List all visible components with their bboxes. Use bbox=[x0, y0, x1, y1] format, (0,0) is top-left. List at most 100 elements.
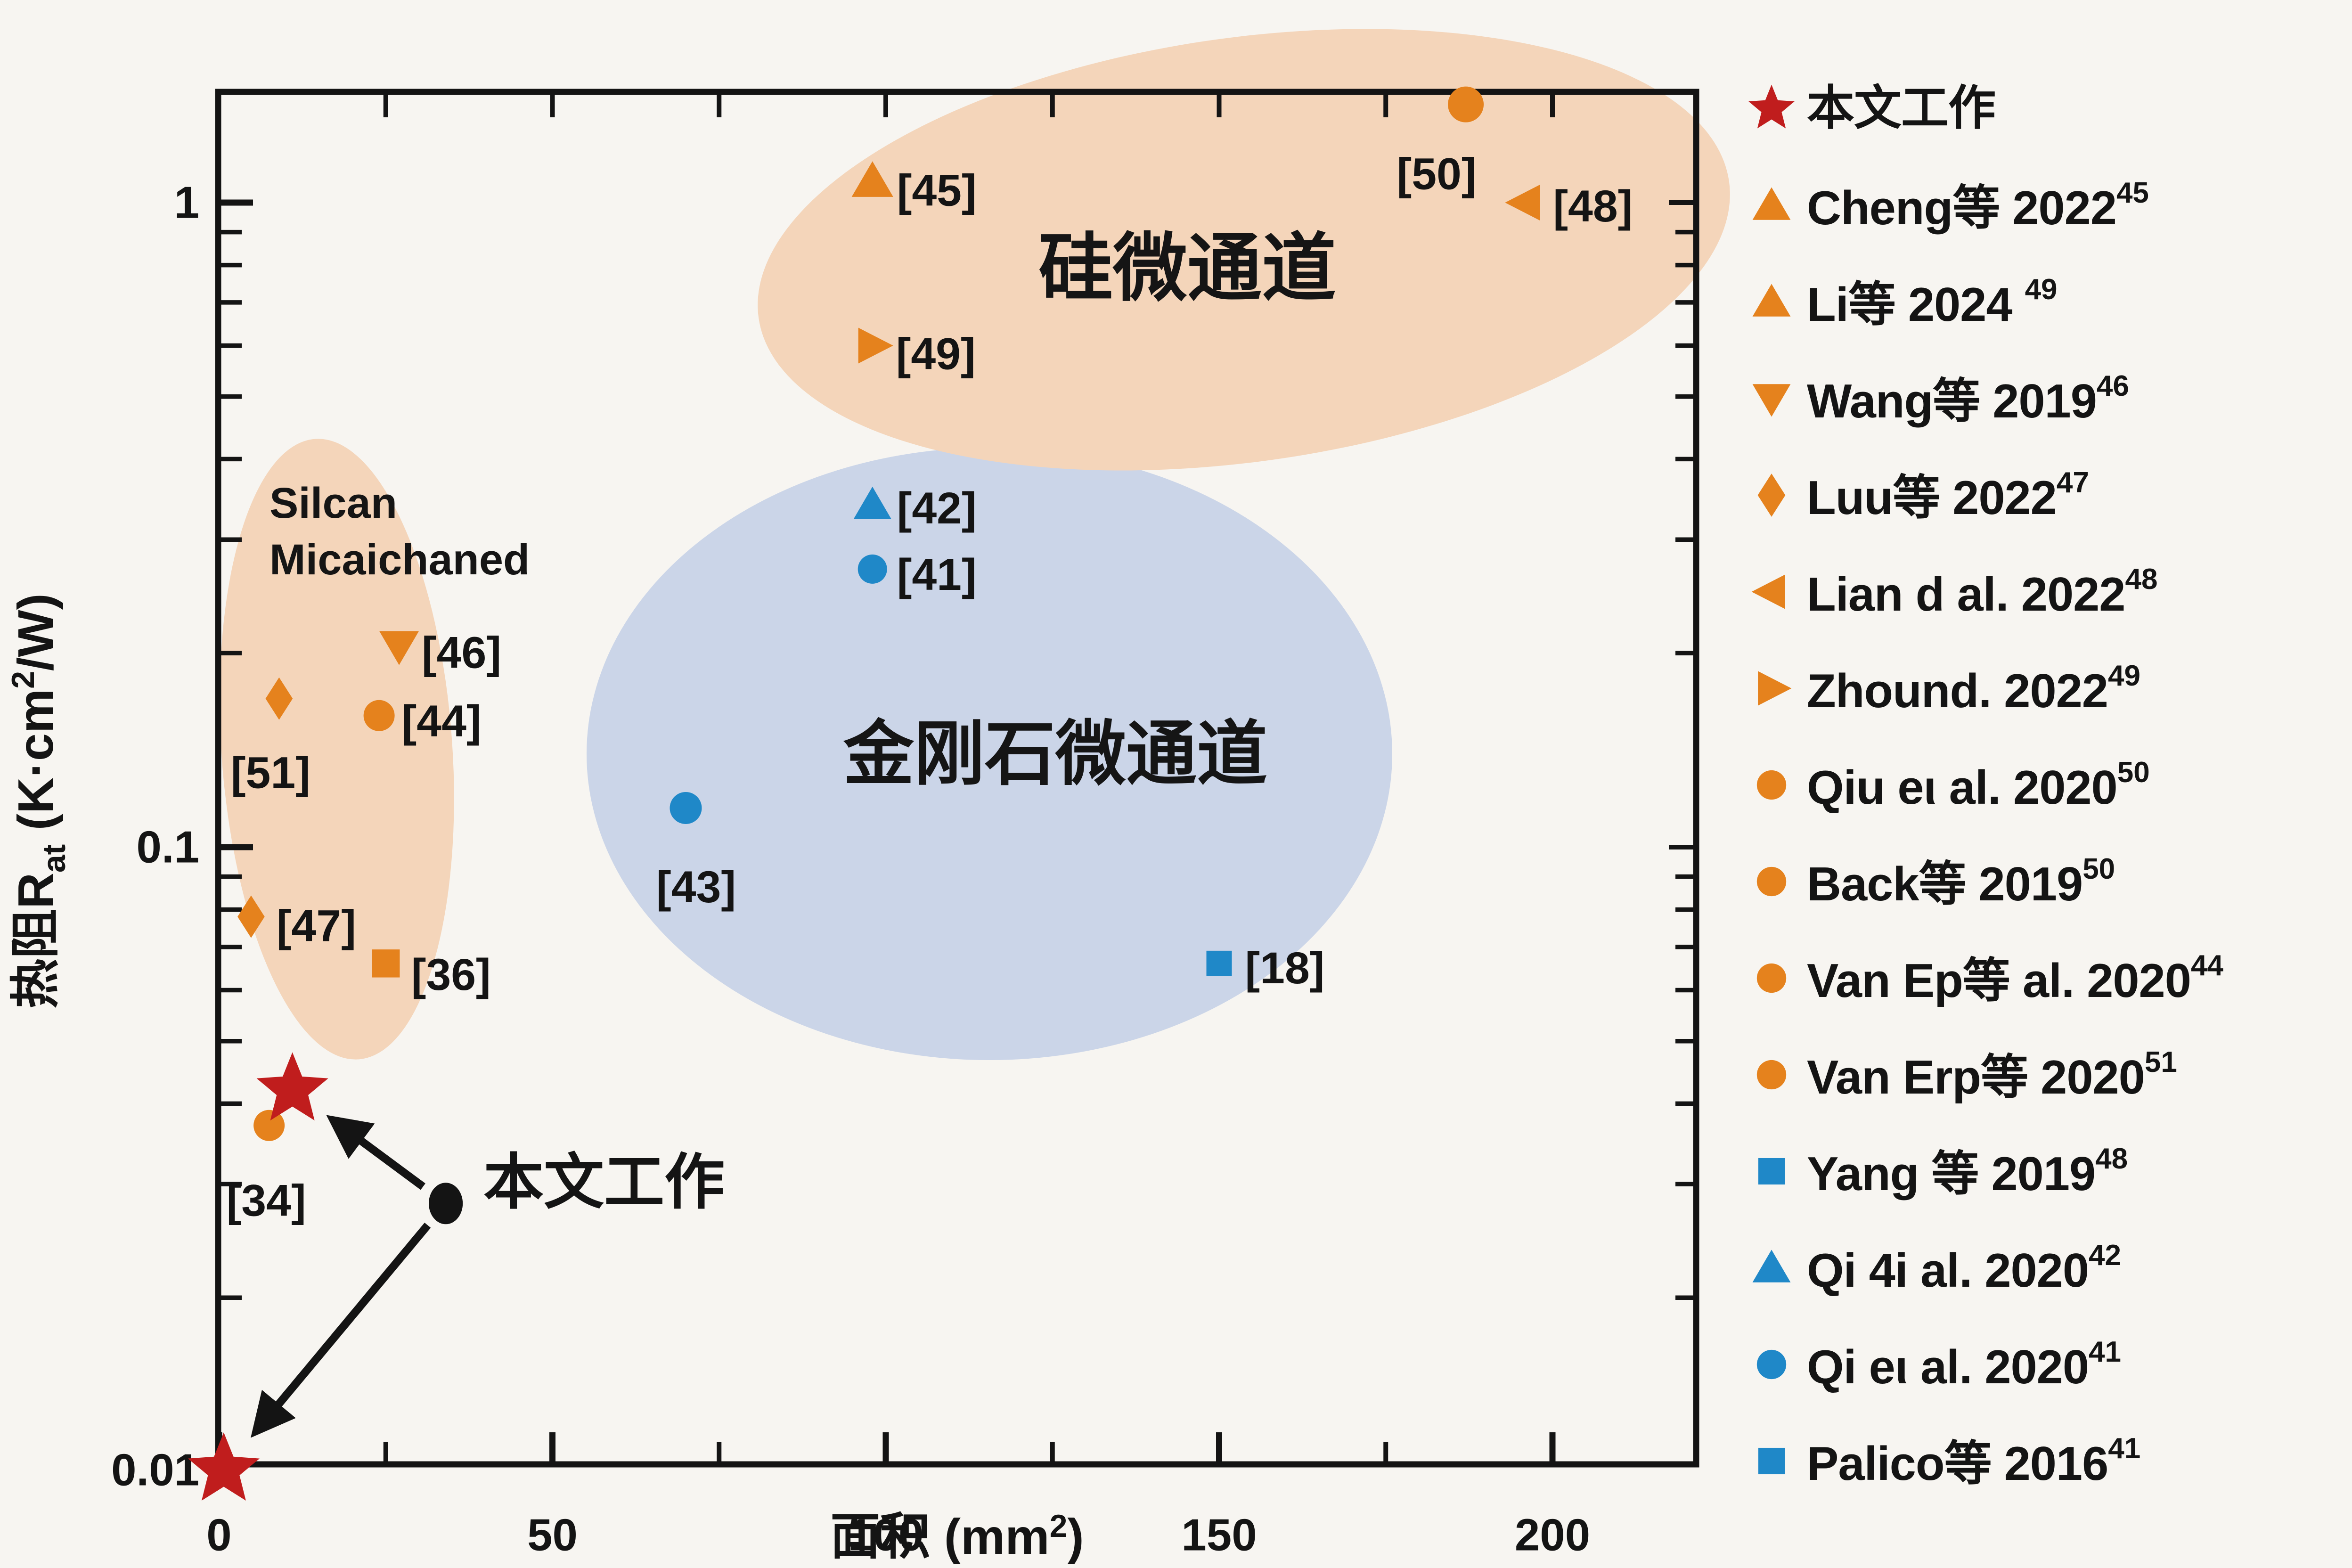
region-silicon-top bbox=[758, 29, 1730, 471]
point-50 bbox=[1448, 86, 1484, 122]
region-ellipse-silicon-top bbox=[758, 29, 1730, 471]
point-label-45: [45] bbox=[897, 165, 977, 215]
legend-triangle-down-icon bbox=[1752, 384, 1791, 416]
point-label-47: [47] bbox=[277, 901, 356, 951]
point-44 bbox=[363, 700, 395, 731]
legend-label-13: Qi eι al. 202041 bbox=[1807, 1335, 2121, 1394]
legend-marker-6 bbox=[1758, 670, 1792, 706]
point-18 bbox=[1206, 950, 1232, 976]
point-label-49: [49] bbox=[896, 329, 976, 379]
legend-diamond-icon bbox=[1757, 473, 1786, 517]
point-label-51: [51] bbox=[231, 748, 310, 798]
legend-triangle-left-icon bbox=[1751, 574, 1785, 609]
legend-item-1: Cheng等 202245 bbox=[1746, 157, 2351, 253]
point-label-34: [34] bbox=[227, 1176, 306, 1226]
legend-label-12: Qi 4i al. 202042 bbox=[1807, 1239, 2121, 1297]
legend-circle-icon bbox=[1756, 1060, 1787, 1089]
legend-label-14: Palico等 201641 bbox=[1807, 1432, 2141, 1490]
legend-marker-14 bbox=[1758, 1447, 1785, 1474]
legend-circle-icon bbox=[1756, 1349, 1787, 1379]
legend-star-icon bbox=[1748, 84, 1795, 129]
legend-item-8: Back等 201950 bbox=[1746, 833, 2351, 930]
point-label-41: [41] bbox=[897, 550, 977, 600]
legend-label-1: Cheng等 202245 bbox=[1807, 176, 2149, 235]
x-tick-label-0: 0 bbox=[206, 1510, 231, 1560]
legend-item-12: Qi 4i al. 202042 bbox=[1746, 1219, 2351, 1316]
region-silicon-left bbox=[220, 439, 454, 1060]
legend-item-11: Yang 等 201948 bbox=[1746, 1123, 2351, 1219]
annotation-arrow-0 bbox=[326, 1115, 425, 1190]
legend-label-5: Lian d al. 202248 bbox=[1807, 563, 2158, 621]
x-axis-title: 面积 (mm2) bbox=[830, 1508, 1084, 1565]
legend-item-13: Qi eι al. 202041 bbox=[1746, 1316, 2351, 1413]
region-label-diamond-microchannel-0: 金刚石微通道 bbox=[843, 714, 1267, 793]
point-43 bbox=[670, 792, 702, 824]
legend-item-0: 本文工作 bbox=[1746, 60, 2351, 157]
legend-label-10: Van Erp等 202051 bbox=[1807, 1045, 2177, 1104]
legend-item-14: Palico等 201641 bbox=[1746, 1413, 2351, 1509]
point-47 bbox=[237, 895, 265, 938]
legend-label-9: Van Ep等 al. 202044 bbox=[1807, 949, 2223, 1007]
legend-marker-13 bbox=[1756, 1349, 1787, 1379]
point-36 bbox=[372, 949, 400, 978]
point-49 bbox=[858, 327, 893, 364]
region-diamond-microchannel bbox=[587, 448, 1392, 1060]
region-label-silicon-top-0: 硅微通道 bbox=[1038, 227, 1336, 310]
legend-item-2: Li等 2024 49 bbox=[1746, 253, 2351, 350]
legend-item-4: Luu等 202247 bbox=[1746, 447, 2351, 543]
plot-frame bbox=[215, 89, 1699, 1468]
legend-label-7: Qiu eι al. 202050 bbox=[1807, 756, 2150, 814]
this-work-star-1 bbox=[188, 1432, 260, 1501]
x-tick-label-150: 150 bbox=[1181, 1510, 1257, 1560]
legend-marker-3 bbox=[1752, 384, 1791, 416]
point-label-44: [44] bbox=[402, 696, 482, 746]
legend-label-8: Back等 201950 bbox=[1807, 852, 2115, 911]
legend-marker-8 bbox=[1756, 866, 1787, 896]
point-label-36: [36] bbox=[411, 950, 491, 1000]
point-label-46: [46] bbox=[422, 628, 501, 678]
legend-marker-2 bbox=[1752, 284, 1791, 317]
this-work-dot bbox=[429, 1183, 463, 1225]
y-axis-title: 热阻Rat (K·cm2/W) bbox=[5, 593, 72, 1008]
legend-square-icon bbox=[1758, 1447, 1785, 1474]
legend-triangle-up-icon bbox=[1752, 187, 1791, 220]
legend-marker-4 bbox=[1757, 473, 1786, 517]
legend-square-icon bbox=[1758, 1158, 1785, 1184]
legend-circle-icon bbox=[1756, 866, 1787, 896]
x-tick-label-100: 100 bbox=[848, 1510, 923, 1560]
axis-ticks bbox=[216, 94, 1694, 1462]
point-42 bbox=[853, 486, 891, 519]
legend-item-6: Zhound. 202249 bbox=[1746, 640, 2351, 736]
legend-marker-10 bbox=[1756, 1060, 1787, 1089]
x-tick-label-50: 50 bbox=[527, 1510, 578, 1560]
legend-triangle-right-icon bbox=[1758, 670, 1792, 706]
legend-label-3: Wang等 201946 bbox=[1807, 369, 2129, 428]
point-34 bbox=[253, 1110, 285, 1141]
legend-label-4: Luu等 202247 bbox=[1807, 466, 2089, 524]
legend-label-11: Yang 等 201948 bbox=[1807, 1142, 2128, 1200]
legend-circle-icon bbox=[1756, 770, 1787, 800]
y-tick-label-0.01: 0.01 bbox=[111, 1445, 199, 1495]
this-work-star-0 bbox=[256, 1052, 328, 1121]
legend-item-9: Van Ep等 al. 202044 bbox=[1746, 930, 2351, 1026]
point-label-48: [48] bbox=[1553, 181, 1633, 231]
legend-circle-icon bbox=[1756, 963, 1787, 993]
region-label-silicon-left-0: Silcan bbox=[270, 479, 397, 527]
point-51 bbox=[265, 677, 293, 720]
region-label-silicon-left-1: Micaichaned bbox=[270, 536, 530, 584]
legend-marker-12 bbox=[1752, 1250, 1791, 1282]
legend-label-2: Li等 2024 49 bbox=[1807, 273, 2058, 331]
region-ellipse-diamond-microchannel bbox=[587, 448, 1392, 1060]
legend-label-0: 本文工作 bbox=[1807, 82, 1996, 135]
point-41 bbox=[858, 554, 887, 584]
annotation-arrow-1 bbox=[251, 1222, 431, 1438]
legend-item-5: Lian d al. 202248 bbox=[1746, 543, 2351, 640]
legend-item-10: Van Erp等 202051 bbox=[1746, 1026, 2351, 1123]
point-45 bbox=[851, 161, 893, 197]
point-48 bbox=[1505, 185, 1540, 220]
point-label-43: [43] bbox=[656, 862, 736, 912]
legend-label-6: Zhound. 202249 bbox=[1807, 659, 2140, 718]
